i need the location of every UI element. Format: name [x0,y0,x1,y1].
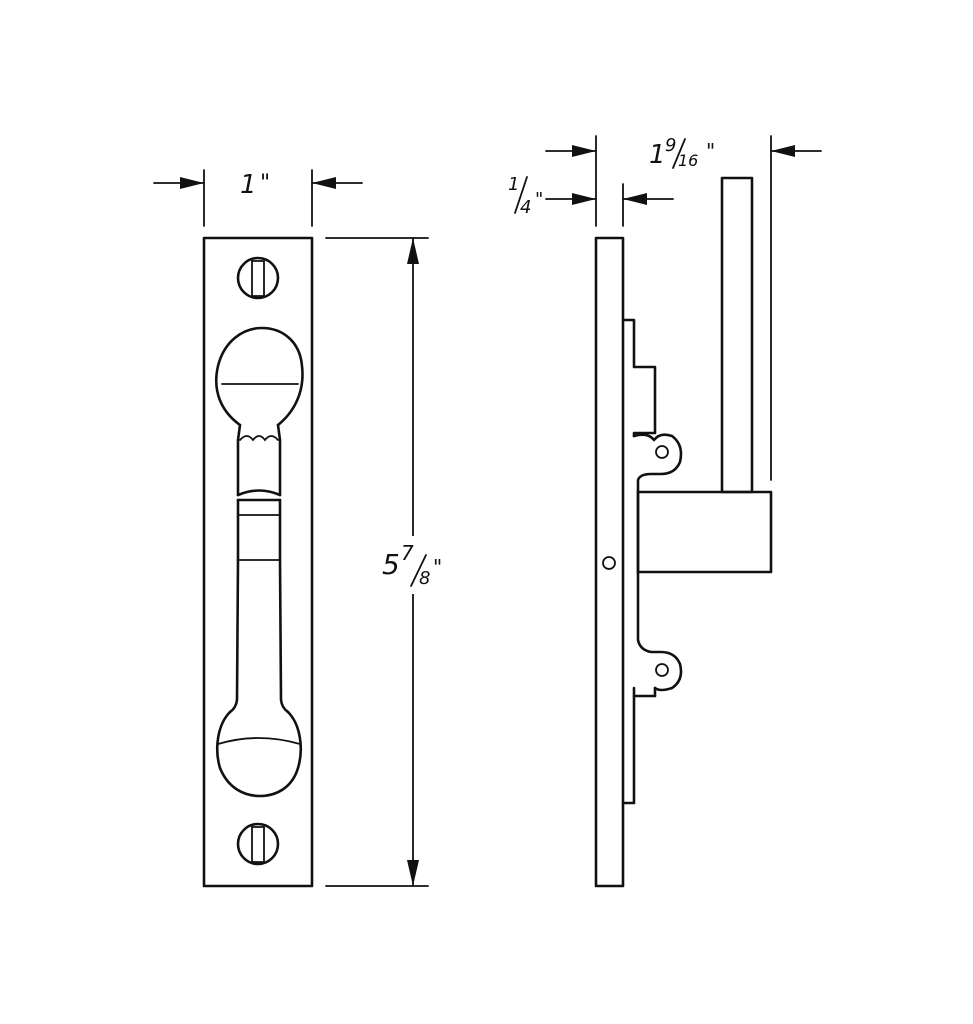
dimension-arrow [771,145,795,157]
bolt-body-profile [602,318,683,805]
dimension-arrow [312,177,336,189]
depth-dimension-denominator: 16 [678,151,698,170]
plate-thickness-denominator: 4 [520,197,531,218]
depth-dimension-inch-mark: " [706,139,715,163]
width-dimension-inch-mark: " [260,171,270,196]
dimension-arrow [572,193,596,205]
height-dimension-denominator: 8 [419,568,430,589]
front-view: 1 " 5 7 8 " [153,169,448,888]
bolt-block [636,490,773,574]
height-dimension: 5 7 8 " [325,237,448,887]
depth-dimension: 1 9 16 " [545,135,822,481]
depth-dimension-whole: 1 [649,140,666,170]
dimension-arrow [623,193,647,205]
side-plate [594,236,625,888]
height-dimension-inch-mark: " [433,555,442,579]
dimension-arrow [407,860,419,886]
bolt-rod [720,176,754,494]
width-dimension-value: 1 [240,170,257,200]
height-dimension-whole: 5 [382,548,400,581]
height-dimension-numerator: 7 [401,541,414,565]
face-plate [202,236,314,888]
bottom-screw [236,822,280,866]
bolt-lever [214,326,304,798]
plate-thickness-numerator: 1 [508,174,519,195]
top-screw [236,256,280,300]
plate-thickness-inch-mark: " [535,189,543,210]
dimension-arrow [407,238,419,264]
dimension-arrow [572,145,596,157]
side-view: 1 4 " 1 9 16 " [508,135,822,888]
depth-dimension-numerator: 9 [665,135,676,156]
width-dimension: 1 " [153,169,363,227]
dimension-arrow [180,177,204,189]
